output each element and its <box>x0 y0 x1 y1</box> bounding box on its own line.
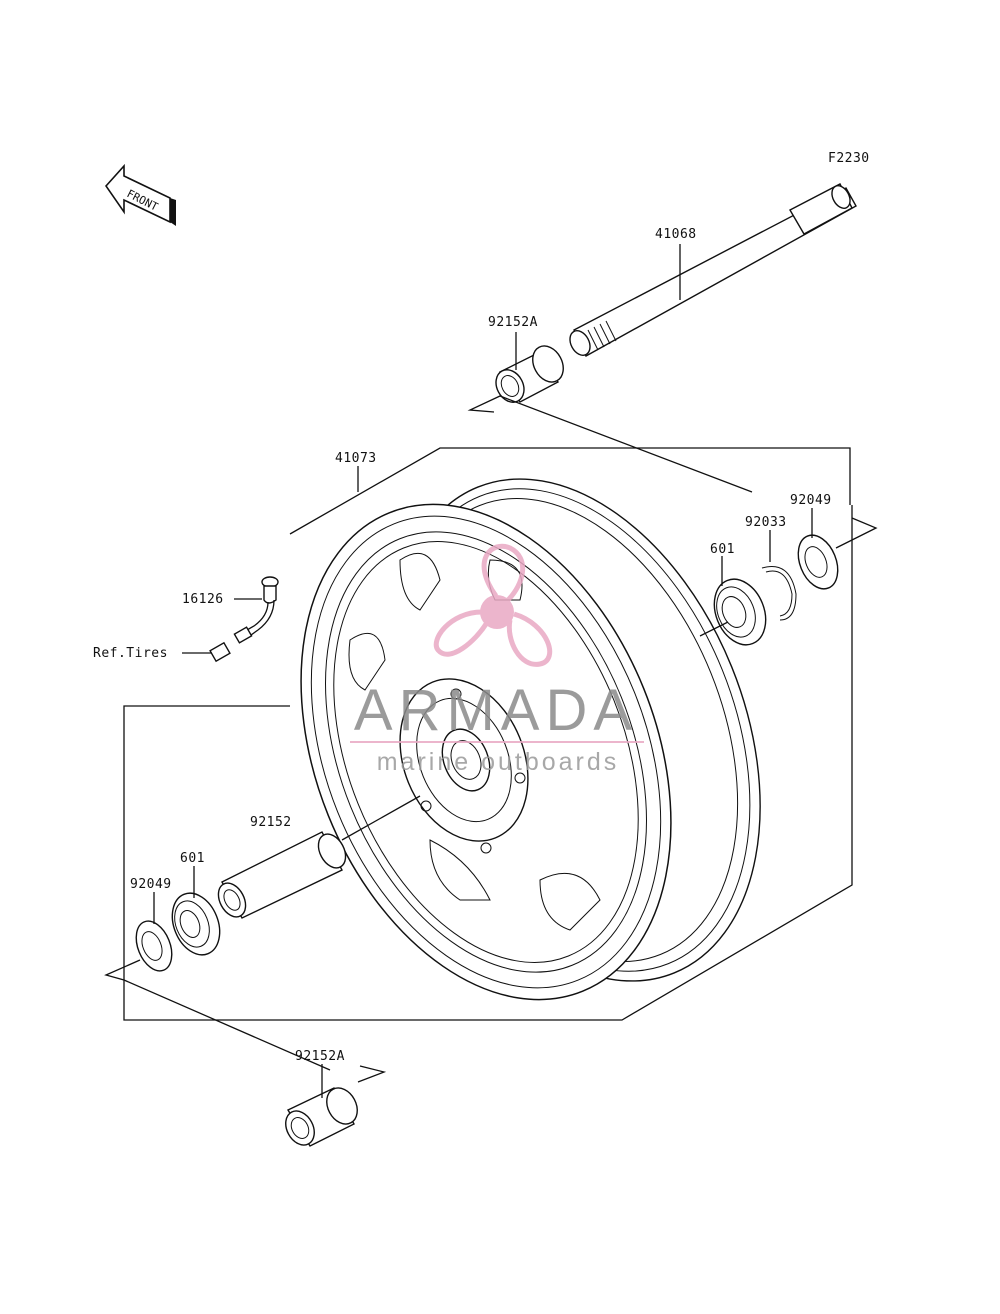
bearing-left-label: 601 <box>180 851 205 866</box>
wheel-frame-top <box>289 447 851 535</box>
oil-seal-left-part <box>135 920 173 972</box>
propeller-logo-icon <box>433 543 553 667</box>
wheel-label: 41073 <box>335 451 377 466</box>
propeller-hub-icon <box>480 595 514 629</box>
left-stack-guide <box>104 959 331 1071</box>
valve-part <box>209 576 279 663</box>
axle-part <box>569 183 857 357</box>
diagram-code: F2230 <box>828 151 870 166</box>
collar-top-guide <box>467 395 753 493</box>
collar-top-label: 92152A <box>488 315 538 330</box>
axle-label: 41068 <box>655 227 697 242</box>
ref-tires-label: Ref.Tires <box>93 646 168 661</box>
collar-bottom-label: 92152A <box>295 1049 345 1064</box>
front-arrow-icon: FRONT <box>104 163 176 226</box>
collar-top-part <box>495 345 564 403</box>
bearing-right-label: 601 <box>710 542 735 557</box>
right-stack-guide <box>835 517 878 549</box>
bearing-right-line <box>699 621 729 637</box>
circlip-label: 92033 <box>745 515 787 530</box>
collar-center-line <box>341 795 421 841</box>
collar-center-label: 92152 <box>250 815 292 830</box>
circlip-part <box>761 566 797 621</box>
bearing-right-part <box>713 578 767 646</box>
collar-center-part <box>217 831 347 919</box>
collar-bottom-guide <box>357 1065 387 1083</box>
oil-seal-right-label: 92049 <box>790 493 832 508</box>
watermark-tagline: marine outboards <box>377 748 620 776</box>
oil-seal-right-part <box>797 534 839 590</box>
oil-seal-left-label: 92049 <box>130 877 172 892</box>
bearing-left-part <box>171 892 221 956</box>
wheel-frame-bottom <box>123 505 853 1021</box>
watermark: ARMADA marine outboards <box>350 543 644 776</box>
valve-label: 16126 <box>182 592 224 607</box>
watermark-brand: ARMADA <box>354 678 638 743</box>
collar-bottom-part <box>285 1087 358 1147</box>
